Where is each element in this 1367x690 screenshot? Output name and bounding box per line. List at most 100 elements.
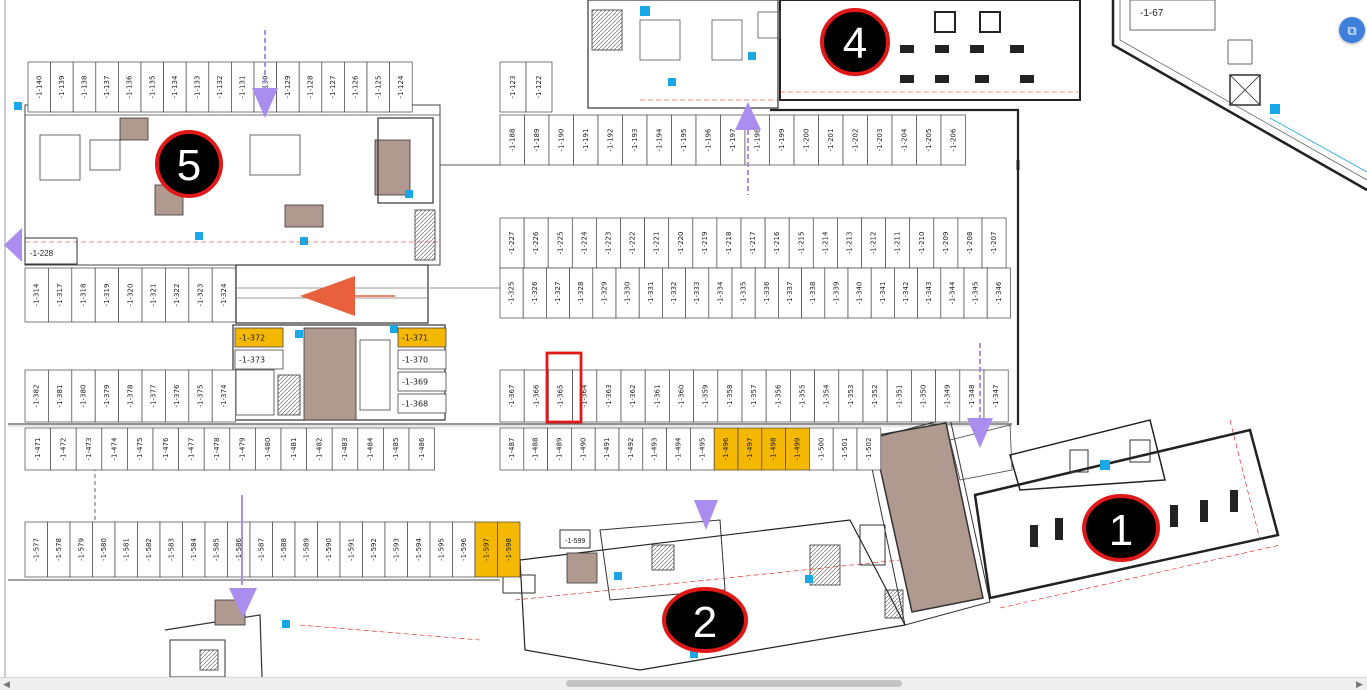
parking-slot[interactable]: [524, 114, 550, 166]
parking-slot[interactable]: [911, 369, 936, 423]
parking-slot[interactable]: [571, 217, 597, 269]
parking-slot[interactable]: [909, 217, 935, 269]
chevron-left-icon[interactable]: ◀: [3, 679, 10, 689]
parking-slot[interactable]: [572, 369, 598, 423]
parking-slot[interactable]: [397, 371, 447, 392]
parking-slot[interactable]: [885, 217, 911, 269]
parking-slot[interactable]: [838, 369, 864, 423]
parking-slot[interactable]: [24, 427, 51, 471]
parking-slot[interactable]: [981, 217, 1007, 269]
horizontal-scrollbar[interactable]: ◀ ▶: [0, 677, 1367, 690]
parking-slot[interactable]: [788, 217, 814, 269]
parking-slot[interactable]: [940, 114, 966, 166]
parking-slot[interactable]: [234, 349, 284, 370]
parking-slot[interactable]: [178, 427, 205, 471]
parking-slot[interactable]: [986, 267, 1011, 319]
parking-slot[interactable]: [861, 217, 886, 269]
parking-slot-label: -1-596: [460, 538, 468, 561]
parking-slot[interactable]: [886, 369, 912, 423]
parking-slot-label: -1-129: [284, 76, 292, 99]
parking-slot[interactable]: [573, 114, 599, 166]
parking-slot[interactable]: [548, 114, 574, 166]
parking-slot[interactable]: [525, 61, 553, 113]
building-marker-1[interactable]: 1: [1082, 494, 1160, 562]
parking-slot[interactable]: [693, 369, 719, 423]
parking-slot[interactable]: [957, 217, 983, 269]
parking-slot[interactable]: [644, 217, 670, 269]
parking-slot[interactable]: [547, 217, 573, 269]
parking-slot[interactable]: [306, 427, 333, 471]
parking-slot-label: -1-190: [557, 129, 565, 152]
building-marker-5[interactable]: 5: [155, 130, 223, 198]
parking-slot[interactable]: [357, 427, 384, 471]
parking-slot[interactable]: [644, 369, 670, 423]
parking-slot[interactable]: [499, 114, 525, 166]
parking-slot[interactable]: [101, 427, 128, 471]
parking-slot-label: -1-329: [600, 282, 608, 305]
parking-slot[interactable]: [499, 217, 525, 269]
parking-slot[interactable]: [127, 427, 154, 471]
parking-slot[interactable]: [818, 114, 844, 166]
parking-slot[interactable]: [837, 217, 862, 269]
parking-slot[interactable]: [867, 114, 893, 166]
parking-slot[interactable]: [717, 369, 743, 423]
parking-slot[interactable]: [397, 349, 447, 370]
parking-slot-label: -1-338: [809, 282, 817, 305]
parking-slot[interactable]: [50, 427, 77, 471]
scrollbar-thumb[interactable]: [566, 680, 902, 687]
parking-slot[interactable]: [211, 369, 236, 423]
parking-slot-label: -1-477: [187, 438, 195, 461]
parking-slot[interactable]: [669, 369, 694, 423]
parking-slot-label: -1-597: [482, 538, 490, 561]
parking-slot-label: -1-586: [235, 538, 243, 561]
parking-slot[interactable]: [597, 114, 623, 166]
parking-slot[interactable]: [389, 61, 413, 113]
building-marker-4[interactable]: 4: [820, 8, 890, 76]
highlighted-slot-marker[interactable]: [545, 351, 583, 424]
parking-slot[interactable]: [716, 217, 742, 269]
chevron-right-icon[interactable]: ▶: [1356, 679, 1363, 689]
parking-slot[interactable]: [692, 217, 718, 269]
parking-slot-label: -1-206: [949, 128, 957, 151]
parking-slot[interactable]: [211, 267, 236, 323]
parking-slot[interactable]: [620, 369, 646, 423]
parking-slot[interactable]: [740, 217, 766, 269]
parking-slot-label: -1-128: [307, 76, 315, 99]
parking-slot-label: -1-135: [148, 76, 156, 99]
parking-slot[interactable]: [983, 369, 1009, 423]
parking-slot[interactable]: [255, 427, 282, 471]
parking-slot[interactable]: [862, 369, 888, 423]
parking-slot[interactable]: [935, 369, 961, 423]
parking-slot-label: -1-339: [832, 282, 840, 305]
parking-slot[interactable]: [497, 521, 521, 578]
parking-slot[interactable]: [764, 217, 790, 269]
parking-slot[interactable]: [916, 114, 942, 166]
parking-slot[interactable]: [408, 427, 435, 471]
parking-slot-label: -1-483: [341, 438, 349, 461]
parking-slot[interactable]: [331, 427, 359, 471]
parking-slot[interactable]: [397, 327, 447, 348]
parking-slot[interactable]: [234, 327, 284, 348]
parking-slot[interactable]: [152, 427, 179, 471]
parking-slot-label: -1-368: [402, 400, 428, 409]
parking-slot[interactable]: [812, 217, 838, 269]
parking-slot[interactable]: [523, 369, 549, 423]
parking-slot[interactable]: [814, 369, 840, 423]
parking-slot[interactable]: [856, 427, 882, 471]
parking-slot[interactable]: [397, 393, 447, 414]
parking-slot[interactable]: [842, 114, 868, 166]
parking-slot[interactable]: [383, 427, 410, 471]
parking-slot[interactable]: [765, 369, 791, 423]
parking-slot[interactable]: [769, 114, 795, 166]
parking-slot[interactable]: [203, 427, 231, 471]
parking-slot[interactable]: [671, 114, 697, 166]
building-marker-2[interactable]: 2: [662, 587, 748, 653]
parking-slot[interactable]: [280, 427, 307, 471]
translate-button[interactable]: ⧉: [1339, 17, 1365, 43]
parking-slot[interactable]: [75, 427, 103, 471]
parking-slot[interactable]: [793, 114, 819, 166]
parking-slot[interactable]: [741, 369, 767, 423]
parking-slot[interactable]: [622, 114, 648, 166]
